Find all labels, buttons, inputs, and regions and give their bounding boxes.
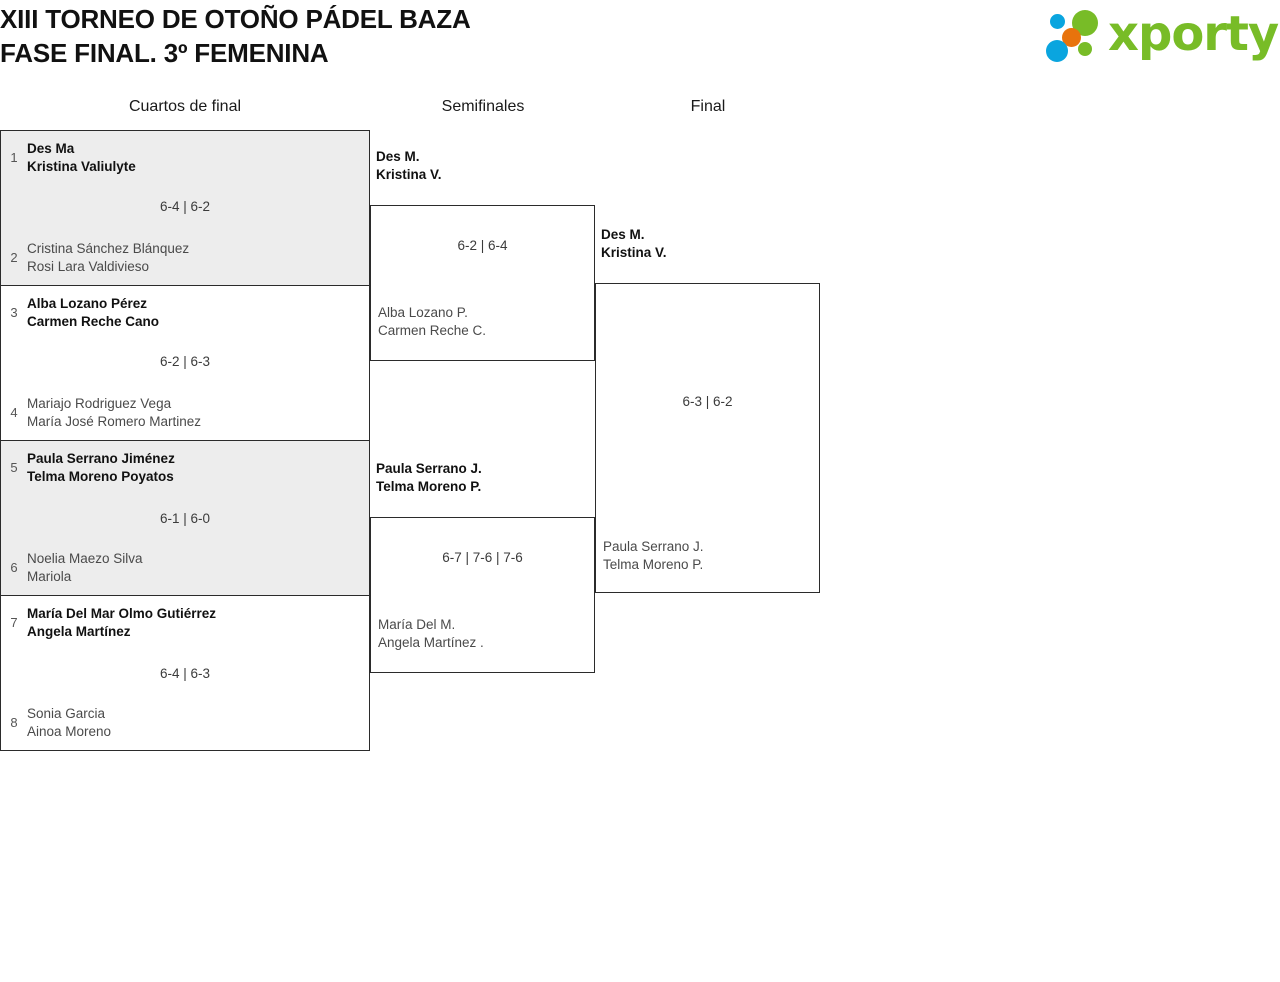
team-names: Paula Serrano J. Telma Moreno P. (376, 460, 482, 496)
team-names: Noelia Maezo Silva Mariola (27, 550, 143, 586)
team-names: Cristina Sánchez Blánquez Rosi Lara Vald… (27, 240, 189, 276)
match-quarterfinal-3[interactable]: 5 Paula Serrano Jiménez Telma Moreno Poy… (0, 440, 370, 596)
team-slot-top[interactable]: 5 Paula Serrano Jiménez Telma Moreno Poy… (1, 450, 369, 486)
player-2-name: Rosi Lara Valdivieso (27, 259, 150, 274)
seed-number: 1 (10, 150, 18, 165)
team-slot-bottom[interactable]: 2 Cristina Sánchez Blánquez Rosi Lara Va… (1, 240, 369, 276)
player-2-name: Kristina V. (601, 245, 667, 260)
player-1-name: María Del Mar Olmo Gutiérrez (27, 606, 217, 621)
logo-dot-green-small (1078, 42, 1092, 56)
team-names: Des M. Kristina V. (601, 226, 667, 262)
match-score: 6-3 | 6-2 (682, 394, 733, 409)
player-2-name: María José Romero Martinez (27, 414, 202, 429)
match-quarterfinal-1[interactable]: 1 Des Ma Kristina Valiulyte 6-4 | 6-2 2 … (0, 130, 370, 286)
final-team-slot-top[interactable]: Des M. Kristina V. (601, 226, 816, 262)
player-2-name: Carmen Reche Cano (27, 314, 160, 329)
match-score: 6-4 | 6-2 (159, 199, 211, 214)
team-slot-bottom[interactable]: 4 Mariajo Rodriguez Vega María José Rome… (1, 395, 369, 431)
match-score: 6-7 | 7-6 | 7-6 (442, 550, 523, 565)
player-1-name: Sonia Garcia (27, 706, 106, 721)
match-score: 6-4 | 6-3 (159, 666, 211, 681)
team-names: Des M. Kristina V. (376, 148, 442, 184)
round-header-semifinals: Semifinales (383, 97, 583, 117)
seed-number: 3 (10, 305, 18, 320)
seed-number: 2 (10, 250, 18, 265)
logo-dots-icon (1046, 10, 1106, 66)
player-2-name: Angela Martínez . (378, 635, 484, 650)
match-semifinal-1[interactable]: 6-2 | 6-4 Alba Lozano P. Carmen Reche C. (370, 205, 595, 361)
player-2-name: Kristina V. (376, 167, 442, 182)
team-names: Paula Serrano J. Telma Moreno P. (603, 538, 704, 574)
player-1-name: Alba Lozano P. (378, 305, 468, 320)
seed-number: 5 (10, 460, 18, 475)
player-1-name: Paula Serrano Jiménez (27, 451, 175, 466)
round-header-quarterfinals-label: Cuartos de final (128, 98, 242, 115)
team-names: Alba Lozano P. Carmen Reche C. (378, 304, 486, 340)
team-names: Mariajo Rodriguez Vega María José Romero… (27, 395, 201, 431)
team-names: María Del M. Angela Martínez . (378, 616, 484, 652)
team-names: Paula Serrano Jiménez Telma Moreno Poyat… (27, 450, 175, 486)
team-slot-bottom[interactable]: 6 Noelia Maezo Silva Mariola (1, 550, 369, 586)
team-names: Des Ma Kristina Valiulyte (27, 140, 136, 176)
player-2-name: Telma Moreno P. (376, 479, 482, 494)
player-1-name: Des Ma (27, 141, 75, 156)
player-1-name: María Del M. (378, 617, 456, 632)
semifinal-1-team-slot-top[interactable]: Des M. Kristina V. (376, 148, 586, 184)
logo-wordmark: xporty (1108, 6, 1279, 62)
match-final[interactable]: 6-3 | 6-2 Paula Serrano J. Telma Moreno … (595, 283, 820, 593)
title-line-1: XIII TORNEO DE OTOÑO PÁDEL BAZA (0, 4, 471, 34)
semifinal-2-team-slot-top[interactable]: Paula Serrano J. Telma Moreno P. (376, 460, 586, 496)
player-1-name: Paula Serrano J. (376, 461, 482, 476)
match-semifinal-2[interactable]: 6-7 | 7-6 | 7-6 María Del M. Angela Mart… (370, 517, 595, 673)
team-names: Sonia Garcia Ainoa Moreno (27, 705, 111, 741)
title-line-2: FASE FINAL. 3º FEMENINA (0, 38, 329, 68)
xporty-logo[interactable]: xporty (1046, 6, 1279, 68)
seed-number: 7 (10, 615, 18, 630)
seed-number: 6 (10, 560, 18, 575)
round-header-semifinals-label: Semifinales (441, 98, 525, 115)
round-header-final-label: Final (690, 98, 726, 115)
logo-dot-orange (1062, 28, 1081, 47)
logo-dot-blue-small (1050, 14, 1065, 29)
team-slot-bottom[interactable]: María Del M. Angela Martínez . (371, 616, 594, 652)
match-score: 6-2 | 6-4 (457, 238, 508, 253)
player-2-name: Mariola (27, 569, 72, 584)
player-1-name: Cristina Sánchez Blánquez (27, 241, 190, 256)
player-1-name: Paula Serrano J. (603, 539, 704, 554)
logo-dot-blue-large (1046, 40, 1068, 62)
page-title: XIII TORNEO DE OTOÑO PÁDEL BAZA FASE FIN… (0, 2, 900, 70)
match-score: 6-2 | 6-3 (159, 354, 211, 369)
team-slot-bottom[interactable]: 8 Sonia Garcia Ainoa Moreno (1, 705, 369, 741)
player-1-name: Des M. (601, 227, 645, 242)
player-2-name: Telma Moreno Poyatos (27, 469, 174, 484)
player-2-name: Telma Moreno P. (603, 557, 704, 572)
team-slot-top[interactable]: 3 Alba Lozano Pérez Carmen Reche Cano (1, 295, 369, 331)
player-2-name: Kristina Valiulyte (27, 159, 136, 174)
seed-number: 8 (10, 715, 18, 730)
player-2-name: Ainoa Moreno (27, 724, 112, 739)
team-slot-bottom[interactable]: Alba Lozano P. Carmen Reche C. (371, 304, 594, 340)
match-quarterfinal-4[interactable]: 7 María Del Mar Olmo Gutiérrez Angela Ma… (0, 595, 370, 751)
match-quarterfinal-2[interactable]: 3 Alba Lozano Pérez Carmen Reche Cano 6-… (0, 285, 370, 441)
match-score: 6-1 | 6-0 (159, 511, 211, 526)
player-1-name: Noelia Maezo Silva (27, 551, 143, 566)
player-1-name: Des M. (376, 149, 420, 164)
team-slot-top[interactable]: 7 María Del Mar Olmo Gutiérrez Angela Ma… (1, 605, 369, 641)
team-slot-top[interactable]: 1 Des Ma Kristina Valiulyte (1, 140, 369, 176)
seed-number: 4 (10, 405, 18, 420)
player-1-name: Mariajo Rodriguez Vega (27, 396, 172, 411)
team-names: Alba Lozano Pérez Carmen Reche Cano (27, 295, 159, 331)
round-header-quarterfinals: Cuartos de final (60, 97, 310, 117)
team-slot-bottom[interactable]: Paula Serrano J. Telma Moreno P. (596, 538, 819, 574)
player-2-name: Angela Martínez (27, 624, 131, 639)
player-1-name: Alba Lozano Pérez (27, 296, 148, 311)
round-header-final: Final (608, 97, 808, 117)
player-2-name: Carmen Reche C. (378, 323, 487, 338)
team-names: María Del Mar Olmo Gutiérrez Angela Mart… (27, 605, 216, 641)
